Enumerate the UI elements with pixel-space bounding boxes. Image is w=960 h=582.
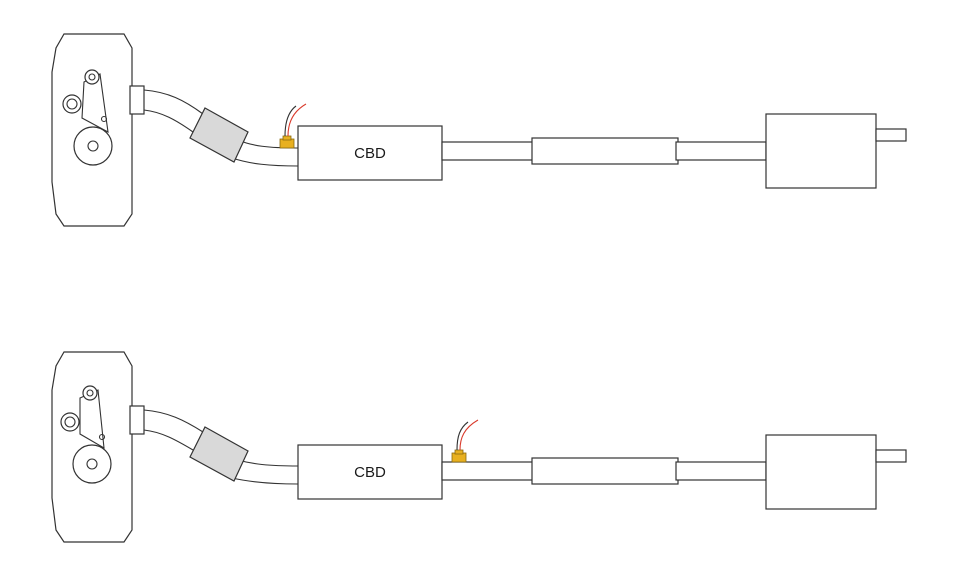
curved-cable: [143, 409, 204, 433]
grey-sleeve: [189, 107, 249, 163]
mid-pulley-icon: [60, 412, 80, 432]
motor-shaft: [875, 449, 907, 463]
motor-shaft: [875, 128, 907, 142]
shaft-segment-1: [441, 461, 535, 481]
mid-pulley-icon: [62, 94, 82, 114]
shaft-segment-1: [441, 141, 535, 161]
dark-wire: [284, 105, 297, 137]
motor-block: [765, 113, 877, 189]
curved-cable: [143, 89, 204, 115]
shaft-segment-2: [675, 461, 767, 481]
assembly-top: CBD: [51, 33, 907, 227]
motor-block: [765, 434, 877, 510]
grey-sleeve: [189, 426, 249, 482]
small-pulley-icon: [84, 69, 100, 85]
cbd-label: CBD: [354, 464, 386, 481]
cbd-label: CBD: [354, 145, 386, 162]
shaft-segment-2: [675, 141, 767, 161]
gearbox-housing: [51, 351, 145, 543]
cbd-block: [297, 125, 443, 181]
coupling-tube: [531, 137, 679, 165]
cbd-block: [297, 444, 443, 500]
sensor-connector: [279, 103, 307, 149]
red-wire: [459, 419, 479, 451]
dark-wire: [456, 421, 469, 451]
large-pulley-icon: [72, 444, 112, 484]
small-pulley-icon: [82, 385, 98, 401]
assembly-bottom: CBD: [51, 351, 907, 543]
coupling-tube: [531, 457, 679, 485]
gearbox-housing: [51, 33, 145, 227]
red-wire: [287, 103, 307, 137]
large-pulley-icon: [73, 126, 113, 166]
sensor-connector: [451, 419, 479, 463]
